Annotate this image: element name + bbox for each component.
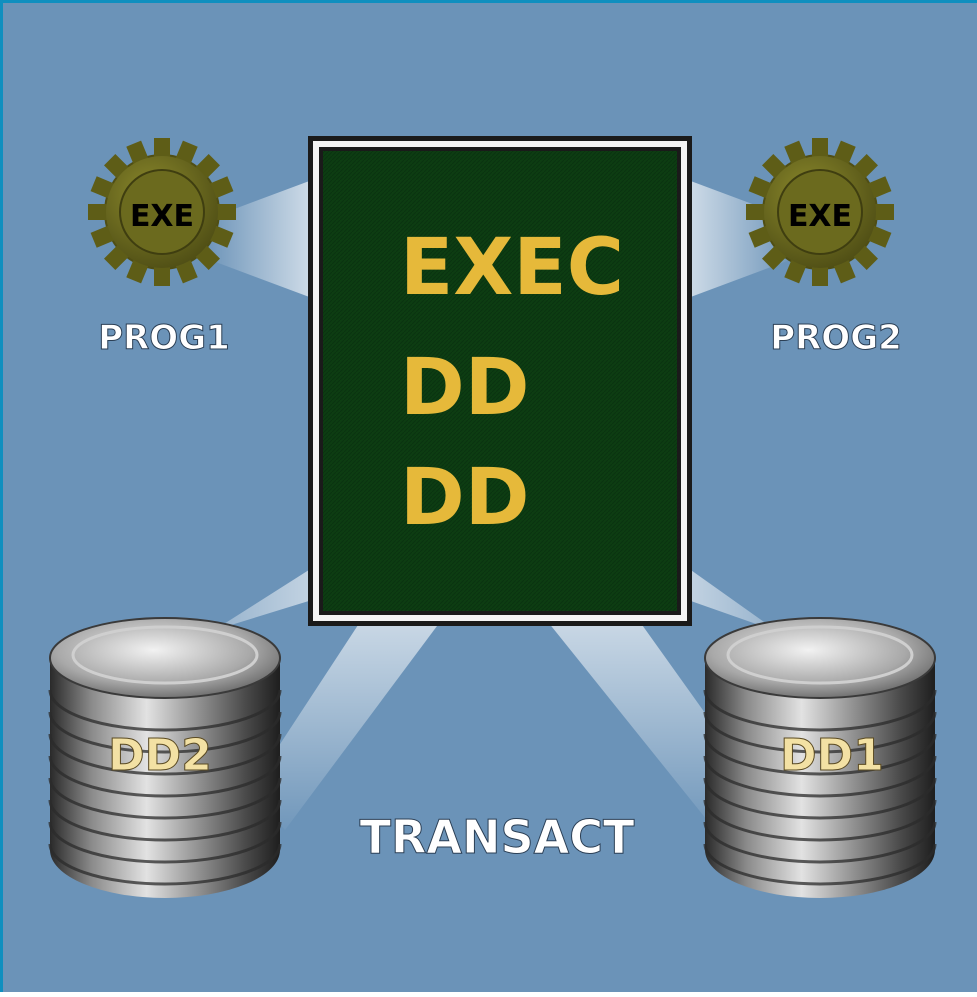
beam-dd2 [250,622,440,830]
prog1-gear-icon [88,138,236,286]
prog2-label: PROG2 [770,318,902,358]
dd2-label: DD2 [108,730,212,781]
prog1-label: PROG1 [98,318,230,358]
panel-line-dd-2: DD [400,453,530,543]
dd1-label: DD1 [780,730,884,781]
beam-prog1 [205,180,312,298]
prog2-gear-icon [746,138,894,286]
dd1-disk-stack-icon [703,617,937,898]
exec-panel: EXEC DD DD [308,136,692,626]
dd2-disk-stack-icon [48,617,282,898]
prog1-badge: EXE [130,199,194,234]
prog2-badge: EXE [788,199,852,234]
panel-line-dd-1: DD [400,343,530,433]
panel-line-exec: EXEC [400,223,624,313]
beam-prog2 [688,180,795,298]
transact-caption: TRANSACT [360,810,635,864]
